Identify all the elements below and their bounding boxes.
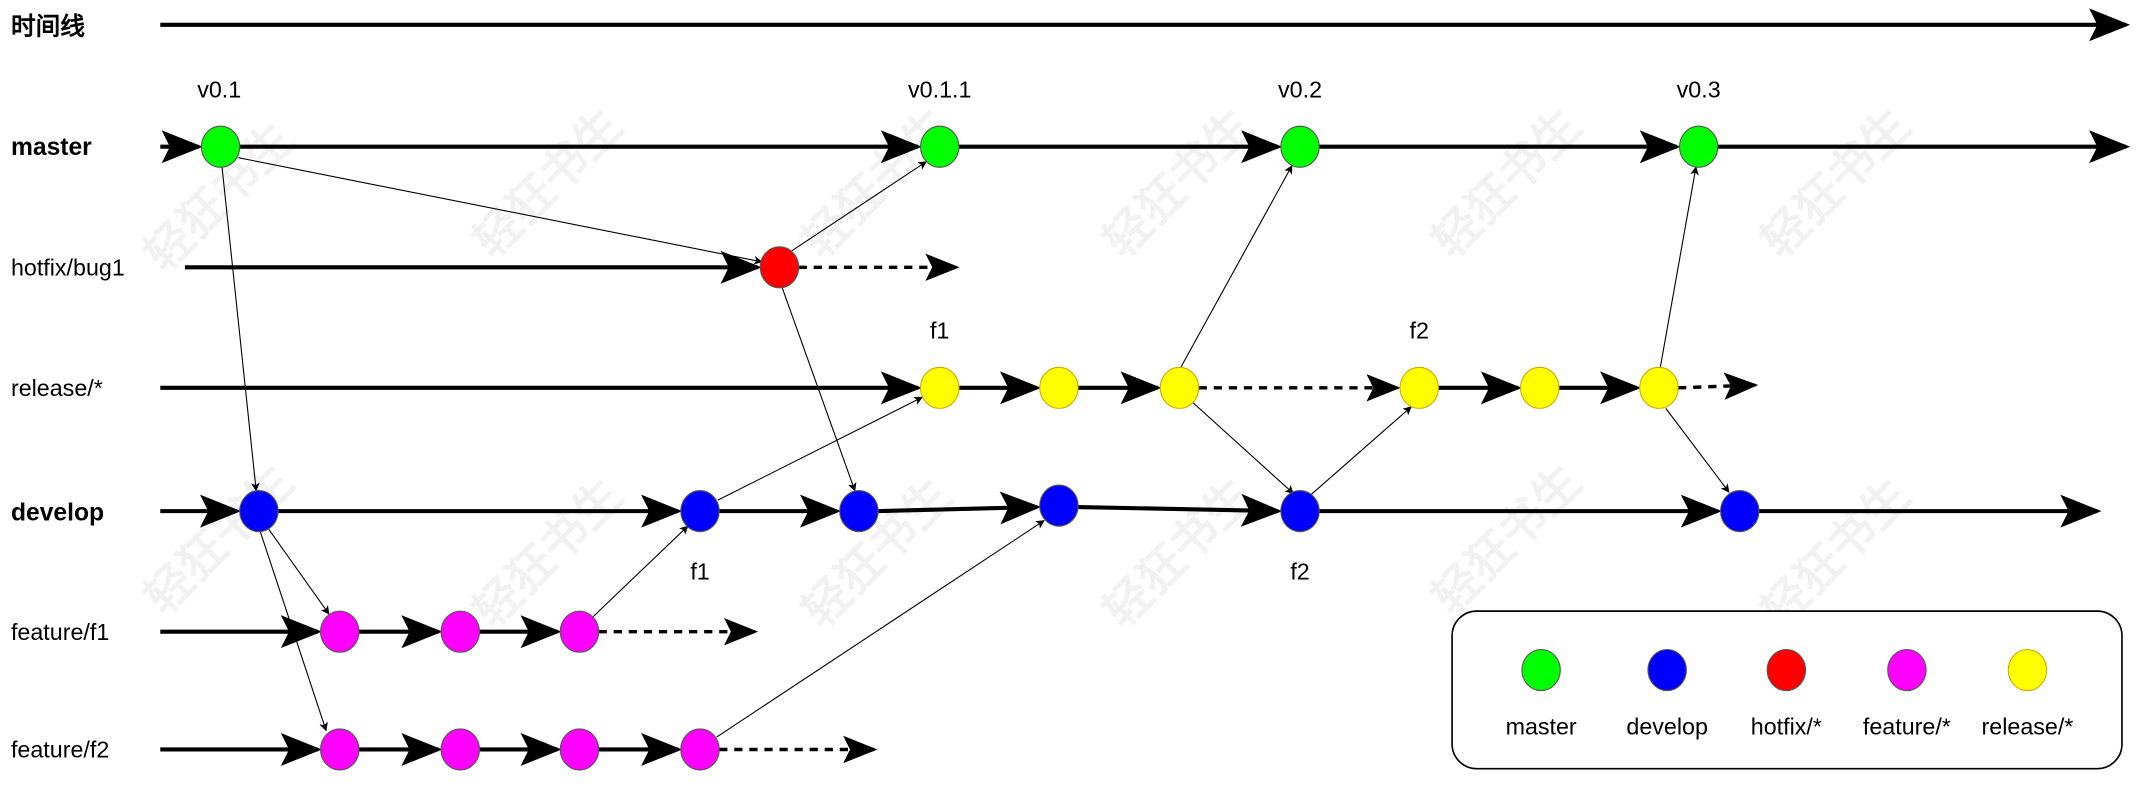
merge-arrows <box>221 157 1730 738</box>
watermark-text: 轻狂书生 <box>463 99 631 267</box>
timeline-label: 时间线 <box>11 11 85 40</box>
tag-v0.1.1: v0.1.1 <box>908 76 971 102</box>
tag-develop-f1: f1 <box>690 559 709 585</box>
master-commit-node <box>920 125 960 168</box>
watermark-text: 轻狂书生 <box>463 469 631 637</box>
watermark-text: 轻狂书生 <box>135 455 303 623</box>
master-commit-node <box>1280 125 1320 168</box>
legend-label-hotfix: hotfix/* <box>1751 713 1822 739</box>
legend-label-develop: develop <box>1626 713 1708 739</box>
watermark-text: 轻狂书生 <box>1422 455 1590 623</box>
release-commit-node <box>1399 366 1439 409</box>
feature-f1-label: feature/f1 <box>11 619 109 645</box>
feature-commit-node <box>320 610 360 653</box>
tag-release-f2: f2 <box>1410 318 1429 344</box>
hotfix-commit-node <box>759 246 800 289</box>
feature-commit-node <box>440 728 481 771</box>
feature-commit-node <box>559 728 600 771</box>
watermark-text: 轻狂书生 <box>1422 99 1590 267</box>
master-commit-node <box>200 125 241 168</box>
legend-swatch-release <box>2007 648 2048 692</box>
watermark-text: 轻狂书生 <box>1751 99 1919 267</box>
legend-swatch-feature <box>1887 648 1927 692</box>
legend-swatch-hotfix <box>1766 648 1807 692</box>
feature-f2-label: feature/f2 <box>11 737 109 763</box>
watermark-text: 轻狂书生 <box>1094 99 1262 267</box>
legend-label-release: release/* <box>1982 713 2074 739</box>
release-commit-node <box>1039 366 1079 409</box>
watermark-text: 轻狂书生 <box>792 469 960 637</box>
develop-commit-node <box>1280 490 1320 533</box>
tag-develop-f2: f2 <box>1290 559 1309 585</box>
release-commit-node <box>1159 366 1200 409</box>
tag-release-f1: f1 <box>930 318 949 344</box>
legend-swatch-master <box>1521 648 1561 692</box>
watermark-text: 轻狂书生 <box>1094 469 1262 637</box>
develop-commit-node <box>680 490 720 533</box>
master-label: master <box>11 134 92 161</box>
tag-v0.1: v0.1 <box>197 76 241 102</box>
master-commit-node <box>1678 125 1719 168</box>
feature-commit-node <box>559 610 600 653</box>
release-label: release/* <box>11 375 103 401</box>
feature-commit-node <box>680 728 720 771</box>
release-commit-node <box>1639 366 1679 409</box>
branch-lines <box>160 8 2131 766</box>
develop-commit-node <box>1039 484 1079 527</box>
legend-label-master: master <box>1506 713 1577 739</box>
develop-commit-node <box>1720 490 1760 533</box>
tag-v0.3: v0.3 <box>1677 76 1721 102</box>
develop-commit-node <box>839 490 879 533</box>
hotfix-label: hotfix/bug1 <box>11 255 125 281</box>
legend: master develop hotfix/* feature/* release/* <box>1451 610 2123 770</box>
release-commit-node <box>920 366 960 409</box>
tag-v0.2: v0.2 <box>1278 76 1322 102</box>
develop-commit-node <box>239 490 279 533</box>
release-commit-node <box>1520 366 1560 409</box>
commit-nodes <box>200 125 1760 771</box>
legend-swatch-develop <box>1647 648 1687 692</box>
watermark-text: 轻狂书生 <box>792 99 960 267</box>
feature-commit-node <box>320 728 360 771</box>
legend-label-feature: feature/* <box>1863 713 1951 739</box>
develop-label: develop <box>11 500 104 527</box>
feature-commit-node <box>440 610 481 653</box>
